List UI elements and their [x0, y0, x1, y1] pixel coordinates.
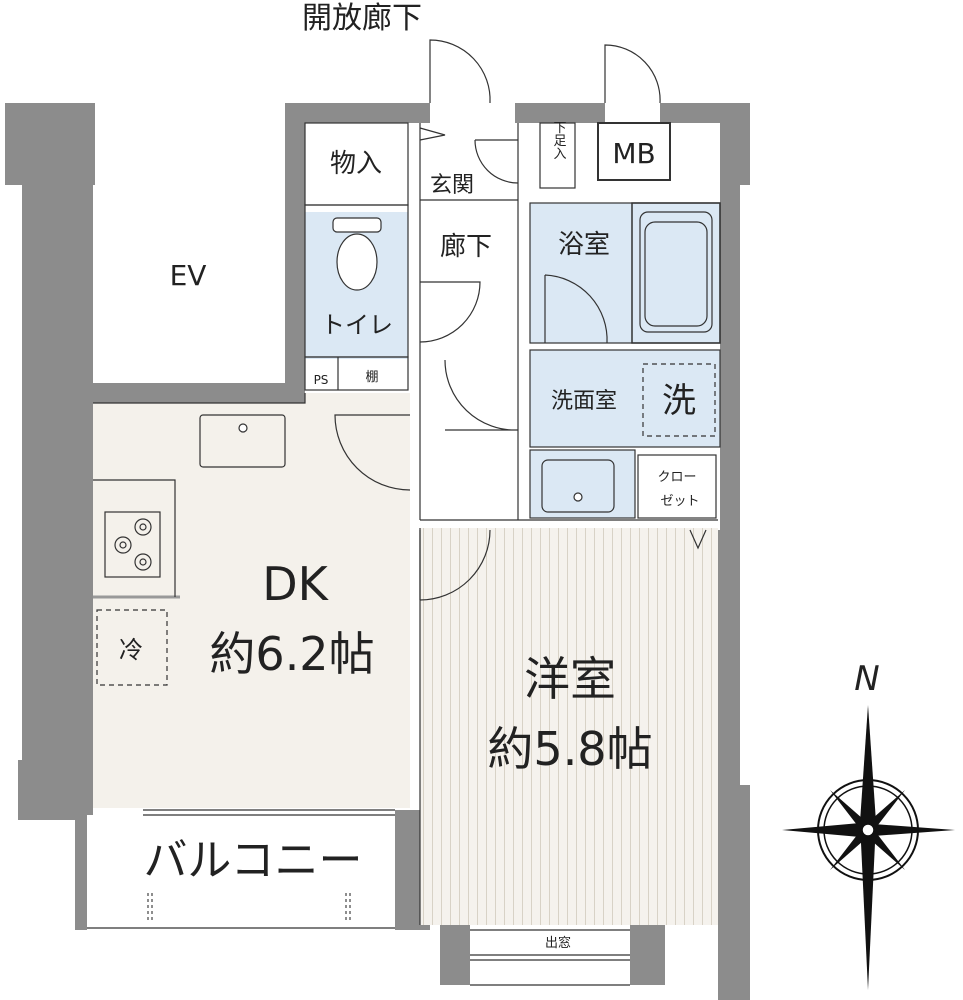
label-dk-name: DK — [262, 557, 329, 611]
label-mb: MB — [612, 137, 655, 170]
south-wall-bay — [440, 925, 470, 985]
ev-wall-right — [285, 103, 305, 393]
floors — [87, 185, 720, 928]
label-washroom: 洗面室 — [551, 389, 617, 414]
compass-needle-ns — [860, 705, 876, 990]
balcony-divider-r — [395, 810, 415, 930]
compass-center — [861, 823, 875, 837]
drains — [238, 423, 583, 502]
north-wall-1 — [285, 103, 430, 123]
room-labels: 開放廊下 物入 玄関 下足入 MB EV 廊下 浴室 トイレ PS 棚 洗面室 … — [119, 1, 700, 951]
north-wall-2 — [515, 103, 605, 123]
label-bay-window: 出窓 — [545, 935, 571, 951]
label-ps: PS — [314, 373, 329, 387]
label-western-room-name: 洋室 — [524, 652, 616, 706]
label-shoe-closet: 下足入 — [551, 121, 567, 160]
dk-floor — [93, 393, 410, 808]
stove-burners — [114, 518, 152, 571]
label-closet-2: ゼット — [660, 494, 699, 509]
label-dk-area: 約6.2帖 — [209, 627, 374, 681]
label-hallway: 廊下 — [440, 232, 492, 262]
partitions — [87, 122, 721, 986]
toilet-fixture — [332, 217, 382, 291]
label-entrance: 玄関 — [430, 173, 474, 198]
label-western-room-area: 約5.8帖 — [487, 722, 652, 776]
west-outer-wall — [75, 185, 93, 810]
label-corridor-outside: 開放廊下 — [302, 1, 422, 36]
label-closet-1: クロー — [657, 470, 696, 485]
east-wall — [718, 103, 750, 1000]
ev-wall-top — [5, 103, 95, 185]
washroom-floor — [530, 350, 720, 447]
bath-floor — [530, 203, 720, 343]
sink-area-floor — [530, 450, 635, 518]
label-bathroom: 浴室 — [558, 230, 610, 260]
label-storage: 物入 — [330, 149, 382, 179]
compass-north-label: N — [854, 659, 879, 699]
south-wall-bay-r — [630, 925, 665, 985]
ev-wall-bottom — [75, 383, 305, 403]
western-room-floor — [420, 528, 718, 925]
label-toilet: トイレ — [321, 311, 393, 339]
label-ev: EV — [170, 259, 207, 292]
label-washer: 洗 — [662, 381, 696, 421]
label-fridge: 冷 — [119, 636, 143, 664]
ev-wall-west — [5, 103, 90, 820]
doors — [334, 39, 707, 601]
walls — [5, 103, 750, 1000]
balcony-markers — [147, 893, 351, 922]
label-shelf: 棚 — [365, 370, 378, 385]
balcony-divider-l — [75, 810, 87, 930]
ev-floor — [93, 185, 285, 383]
label-balcony: バルコニー — [143, 835, 362, 886]
balcony-floor — [87, 815, 395, 928]
compass: N — [782, 659, 955, 990]
